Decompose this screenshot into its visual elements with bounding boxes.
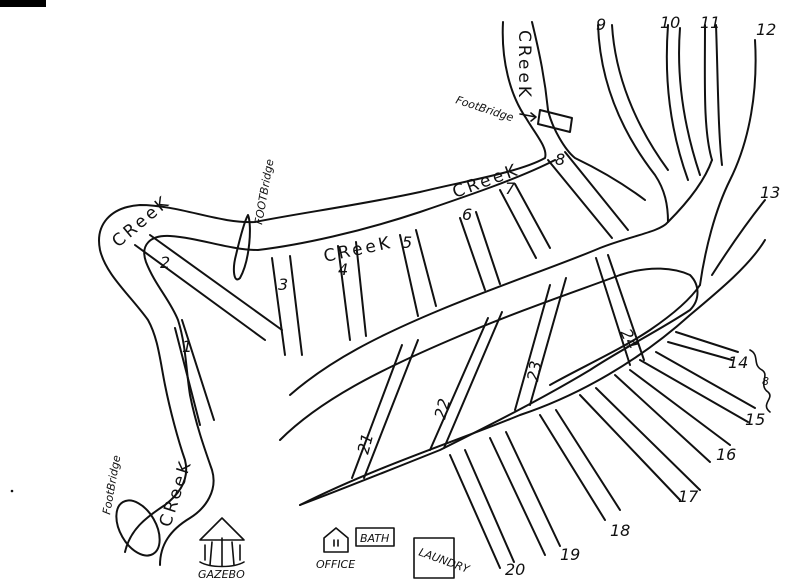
site-spur-3 [271,255,303,356]
site-label-20: 20 [505,560,525,579]
site-spur-4 [337,241,367,341]
site-label-6: 6 [462,205,472,224]
creek-label-left-top: CReeK [108,192,174,252]
site-spur-19 [489,431,561,556]
site-spur-1 [174,319,215,426]
bath-building [355,527,395,547]
site-spur-5 [399,229,437,317]
road-main-upper [289,159,713,396]
site-spur-24 [595,254,645,366]
extra-mark-label: 8 [762,375,769,388]
site-label-2: 2 [160,253,170,272]
site-spur-21 [351,339,419,479]
site-label-12: 12 [756,20,776,39]
stray-dot [10,489,14,493]
site-label-8: 8 [555,150,565,169]
road-branch-9-a [597,24,669,223]
creek-bank-inner [143,21,646,566]
gazebo-label: GAZEBO [198,568,245,581]
site-spur-23 [514,277,567,411]
site-label-11: 11 [700,13,720,32]
road-lower [299,239,766,506]
road-branch-12 [699,39,757,286]
office-label: OFFICE [316,558,355,571]
site-label-10: 10 [660,13,680,32]
footbridge-label-top: FootBridge [454,93,515,124]
laundry-building [413,537,455,579]
road-branch-11-b [715,24,723,166]
site-label-15: 15 [745,410,765,429]
creek [98,21,646,566]
site-label-4: 4 [338,260,348,279]
site-spur-17 [579,387,701,501]
site-spur-6 [459,211,501,291]
road-branch-9-b [611,24,669,171]
site-label-16: 16 [716,445,736,464]
site-spur-16 [614,369,731,463]
office-icon [323,527,349,553]
site-spur-14 [667,331,739,361]
site-spur-20 [449,449,515,569]
road-branch-11-a [703,24,713,161]
site-labels: 1 2 3 4 5 6 7 8 9 10 11 12 13 14 15 16 1… [160,13,780,579]
site-label-18: 18 [610,521,630,540]
site-spur-18 [539,409,621,521]
buildings: GAZEBO OFFICE BATH LAUNDRY [198,517,472,581]
gazebo-icon [199,517,245,568]
road-branch-13 [711,199,766,276]
site-spur-7 [499,183,551,259]
site-spur-15 [639,351,756,423]
site-label-23: 23 [523,359,545,382]
footbridge-label-middle: FOOTBridge [252,158,276,226]
site-label-17: 17 [678,487,699,506]
site-label-19: 19 [560,545,580,564]
laundry-label: LAUNDRY [417,546,472,577]
site-label-13: 13 [760,183,780,202]
campsites [134,151,756,569]
road-branch-10-b [678,27,701,176]
road-main-lower [279,267,699,506]
scan-corner [0,0,46,7]
site-label-3: 3 [278,275,288,294]
road-top-left-edge [549,284,701,386]
site-spur-22 [429,311,503,451]
site-spur-2 [134,234,283,341]
site-label-9: 9 [596,15,606,34]
site-label-7: 7 [505,179,516,198]
site-label-14: 14 [728,353,748,372]
site-spur-8 [547,151,629,239]
creek-label-top: CReeK [514,30,534,100]
creek-bank-outer [98,21,547,553]
road-branch-10-a [665,24,689,181]
site-label-21: 21 [354,431,378,456]
arrow-icon [519,112,537,122]
footbridge-label-bottom: FootBridge [100,454,123,516]
bath-label: BATH [360,532,389,545]
site-label-5: 5 [402,233,412,252]
site-label-1: 1 [182,337,192,356]
squiggle-mark [749,349,771,413]
site-label-22: 22 [431,396,455,421]
